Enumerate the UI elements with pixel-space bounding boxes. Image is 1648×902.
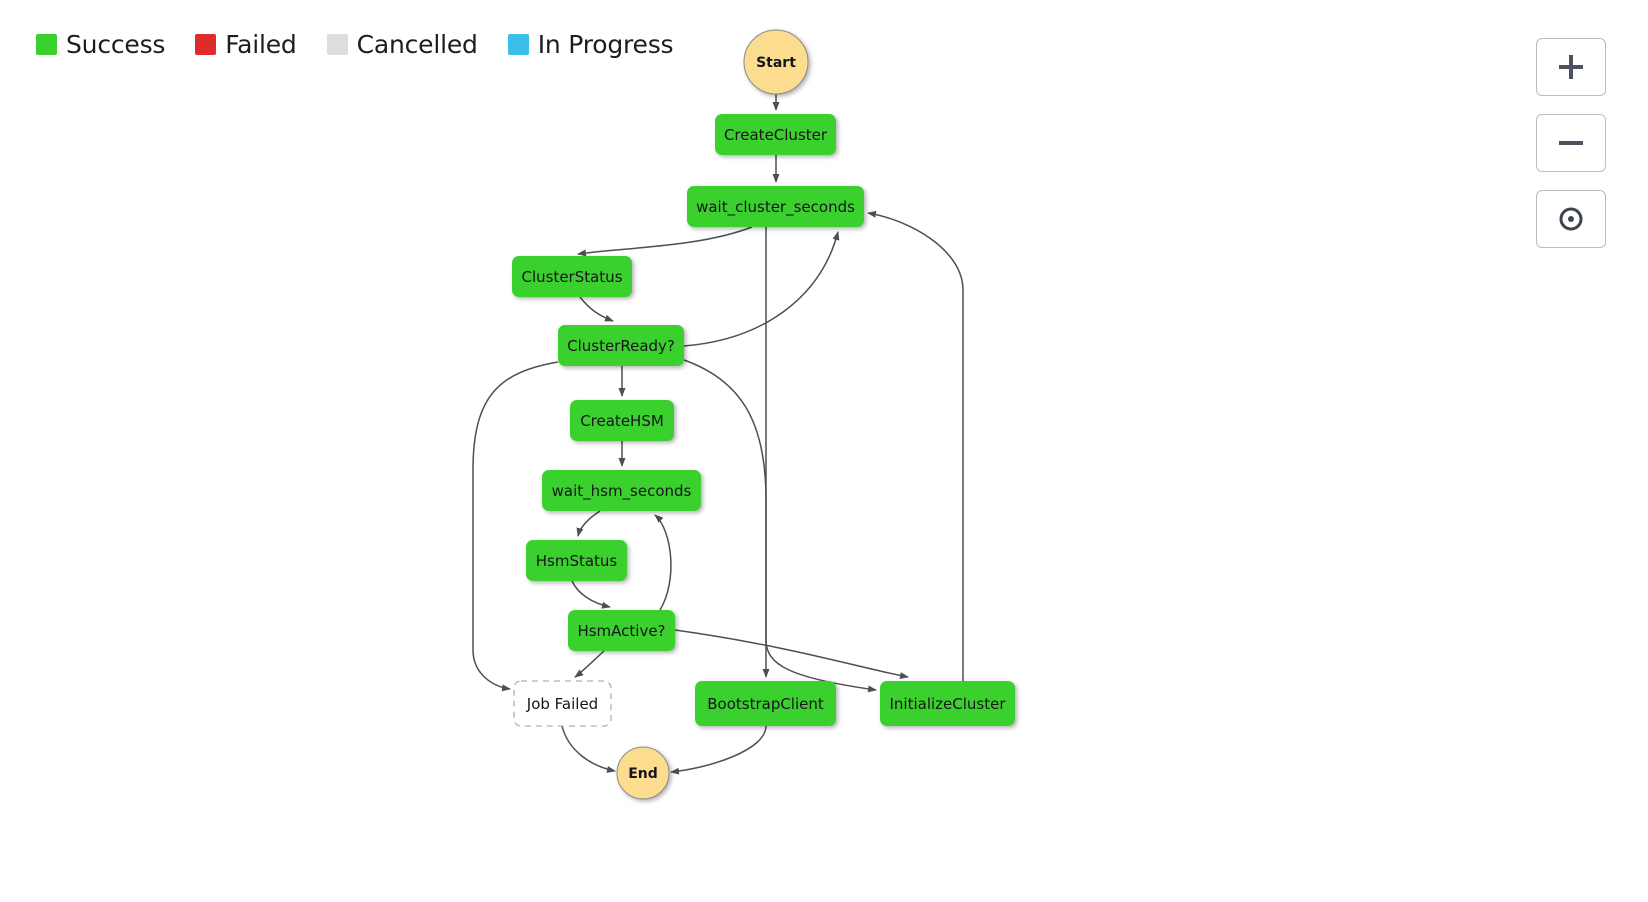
graph-node-create_hsm[interactable]: CreateHSM — [570, 400, 674, 441]
graph-edge-cluster_ready-to-job_failed — [472, 361, 559, 692]
node-shape-hsm_active — [568, 610, 675, 651]
graph-node-end[interactable]: End — [616, 746, 670, 800]
node-shape-hsm_status — [526, 540, 627, 581]
graph-edge-wait_cluster-to-cluster_status — [577, 226, 753, 257]
graph-node-wait_hsm[interactable]: wait_hsm_seconds — [542, 470, 701, 511]
legend-swatch-in-progress — [507, 34, 529, 55]
graph-node-create_cluster[interactable]: CreateCluster — [715, 114, 836, 155]
node-shape-initialize_cluster — [880, 681, 1015, 726]
graph-edge-hsm_status-to-hsm_active — [571, 580, 611, 609]
graph-edge-wait_hsm-to-hsm_status — [576, 510, 601, 537]
minus-icon — [1559, 141, 1583, 145]
graph-node-cluster_ready[interactable]: ClusterReady? — [558, 325, 684, 366]
zoom-controls — [1536, 38, 1606, 248]
node-shape-wait_cluster — [687, 186, 864, 227]
graph-node-initialize_cluster[interactable]: InitializeCluster — [880, 681, 1015, 726]
graph-edge-job_failed-to-end — [561, 725, 616, 773]
legend-item-failed: Failed — [195, 30, 297, 59]
legend-label-failed: Failed — [225, 30, 297, 59]
graph-edge-bootstrap_client-to-end — [670, 725, 767, 775]
graph-node-wait_cluster[interactable]: wait_cluster_seconds — [687, 186, 864, 227]
graph-node-hsm_status[interactable]: HsmStatus — [526, 540, 627, 581]
node-shape-start — [743, 29, 809, 95]
legend-swatch-success — [36, 34, 57, 55]
graph-node-bootstrap_client[interactable]: BootstrapClient — [695, 681, 836, 726]
legend-label-in-progress: In Progress — [537, 30, 674, 59]
graph-node-hsm_active[interactable]: HsmActive? — [568, 610, 675, 651]
legend-label-success: Success — [66, 30, 166, 59]
zoom-in-button[interactable] — [1536, 38, 1606, 96]
graph-edge-hsm_active-to-job_failed — [574, 650, 605, 678]
graph-edge-hsm_active-to-initialize_cluster — [674, 629, 909, 679]
plus-icon — [1559, 55, 1583, 79]
node-shape-create_cluster — [715, 114, 836, 155]
reset-view-button[interactable] — [1536, 190, 1606, 248]
node-shape-bootstrap_client — [695, 681, 836, 726]
legend-swatch-cancelled — [326, 34, 348, 55]
graph-node-start[interactable]: Start — [743, 29, 809, 95]
graph-node-cluster_status[interactable]: ClusterStatus — [512, 256, 632, 297]
graph-node-job_failed[interactable]: Job Failed — [513, 680, 612, 727]
node-shape-cluster_status — [512, 256, 632, 297]
graph-edge-cluster_status-to-cluster_ready — [579, 296, 614, 322]
node-shape-end — [616, 746, 670, 800]
graph-edges — [472, 94, 964, 775]
target-reset-icon — [1559, 207, 1583, 231]
graph-edge-cluster_ready-to-wait_cluster — [683, 231, 840, 347]
legend-item-cancelled: Cancelled — [326, 30, 478, 59]
node-shape-job_failed — [513, 680, 612, 727]
legend-item-success: Success — [36, 32, 165, 57]
legend-swatch-failed — [195, 34, 217, 55]
status-legend: Success Failed Cancelled In Progress — [36, 30, 674, 59]
node-shape-cluster_ready — [558, 325, 684, 366]
legend-label-cancelled: Cancelled — [356, 30, 478, 59]
legend-item-in-progress: In Progress — [507, 30, 674, 59]
graph-edge-cluster_ready-to-initialize_cluster — [683, 359, 877, 693]
graph-edge-initialize_cluster-to-wait_cluster — [867, 210, 964, 681]
node-shape-create_hsm — [570, 400, 674, 441]
node-shape-wait_hsm — [542, 470, 701, 511]
graph-edge-hsm_active-to-wait_hsm — [654, 514, 672, 611]
zoom-out-button[interactable] — [1536, 114, 1606, 172]
